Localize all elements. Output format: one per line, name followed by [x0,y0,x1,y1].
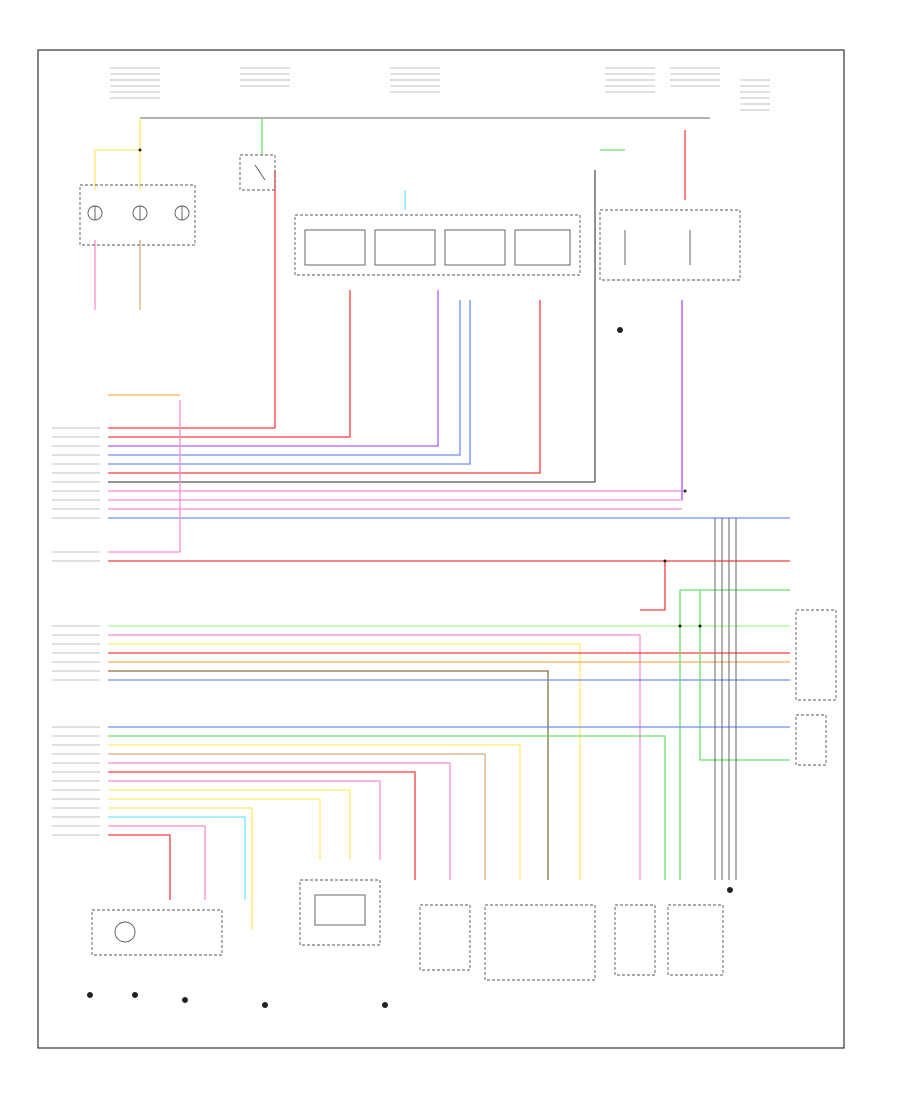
relay-box [599,209,741,281]
brake-switch [239,154,276,191]
gauge-cluster [79,184,196,246]
wire-group-middle [108,400,790,611]
ground-symbols [87,327,733,1008]
wire-group-lower-b [108,726,790,930]
wire-group-upper [108,170,790,519]
right-connectors [714,518,837,880]
feeder-wires [94,118,686,396]
pcm-connector-labels [52,427,100,836]
shift-switch-block [294,214,581,276]
diagram-frame [37,49,845,1049]
bottom-components [91,879,724,981]
fuse-blocks [110,67,770,111]
junction-dots [138,148,702,628]
wire-group-lower-a [108,589,790,880]
